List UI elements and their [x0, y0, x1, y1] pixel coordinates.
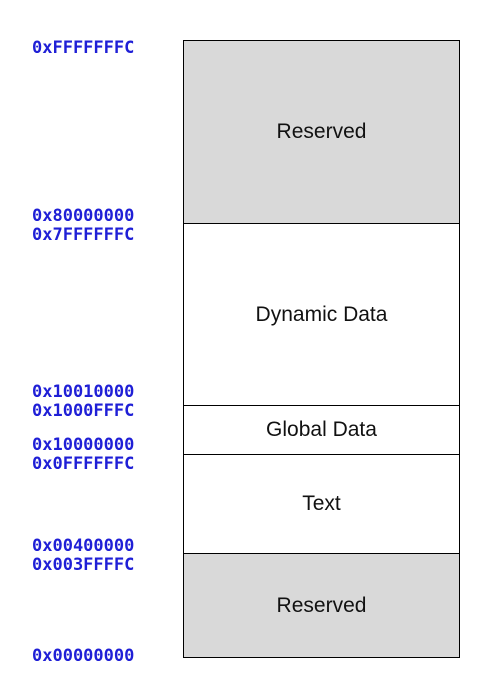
address-label: 0x7FFFFFFC — [32, 225, 135, 245]
segment-dynamic-data: Dynamic Data — [183, 224, 460, 406]
segment-reserved-bottom: Reserved — [183, 554, 460, 658]
segment-label: Reserved — [276, 120, 367, 143]
address-label: 0x80000000 — [32, 206, 135, 226]
address-label: 0x00400000 — [32, 536, 135, 556]
segment-label: Text — [302, 492, 341, 515]
segment-text: Text — [183, 455, 460, 554]
address-label: 0x003FFFFC — [32, 555, 135, 575]
address-label: 0x0FFFFFFC — [32, 454, 135, 474]
address-label: 0x10010000 — [32, 382, 135, 402]
segment-label: Dynamic Data — [255, 302, 388, 326]
address-label: 0xFFFFFFFC — [32, 38, 135, 58]
address-label: 0x10000000 — [32, 435, 135, 455]
segment-global-data: Global Data — [183, 406, 460, 455]
segment-label: Reserved — [276, 593, 367, 617]
address-label: 0x00000000 — [32, 646, 135, 666]
address-label: 0x1000FFFC — [32, 401, 135, 421]
segment-label: Global Data — [266, 418, 377, 441]
segment-reserved-top: Reserved — [183, 40, 460, 224]
